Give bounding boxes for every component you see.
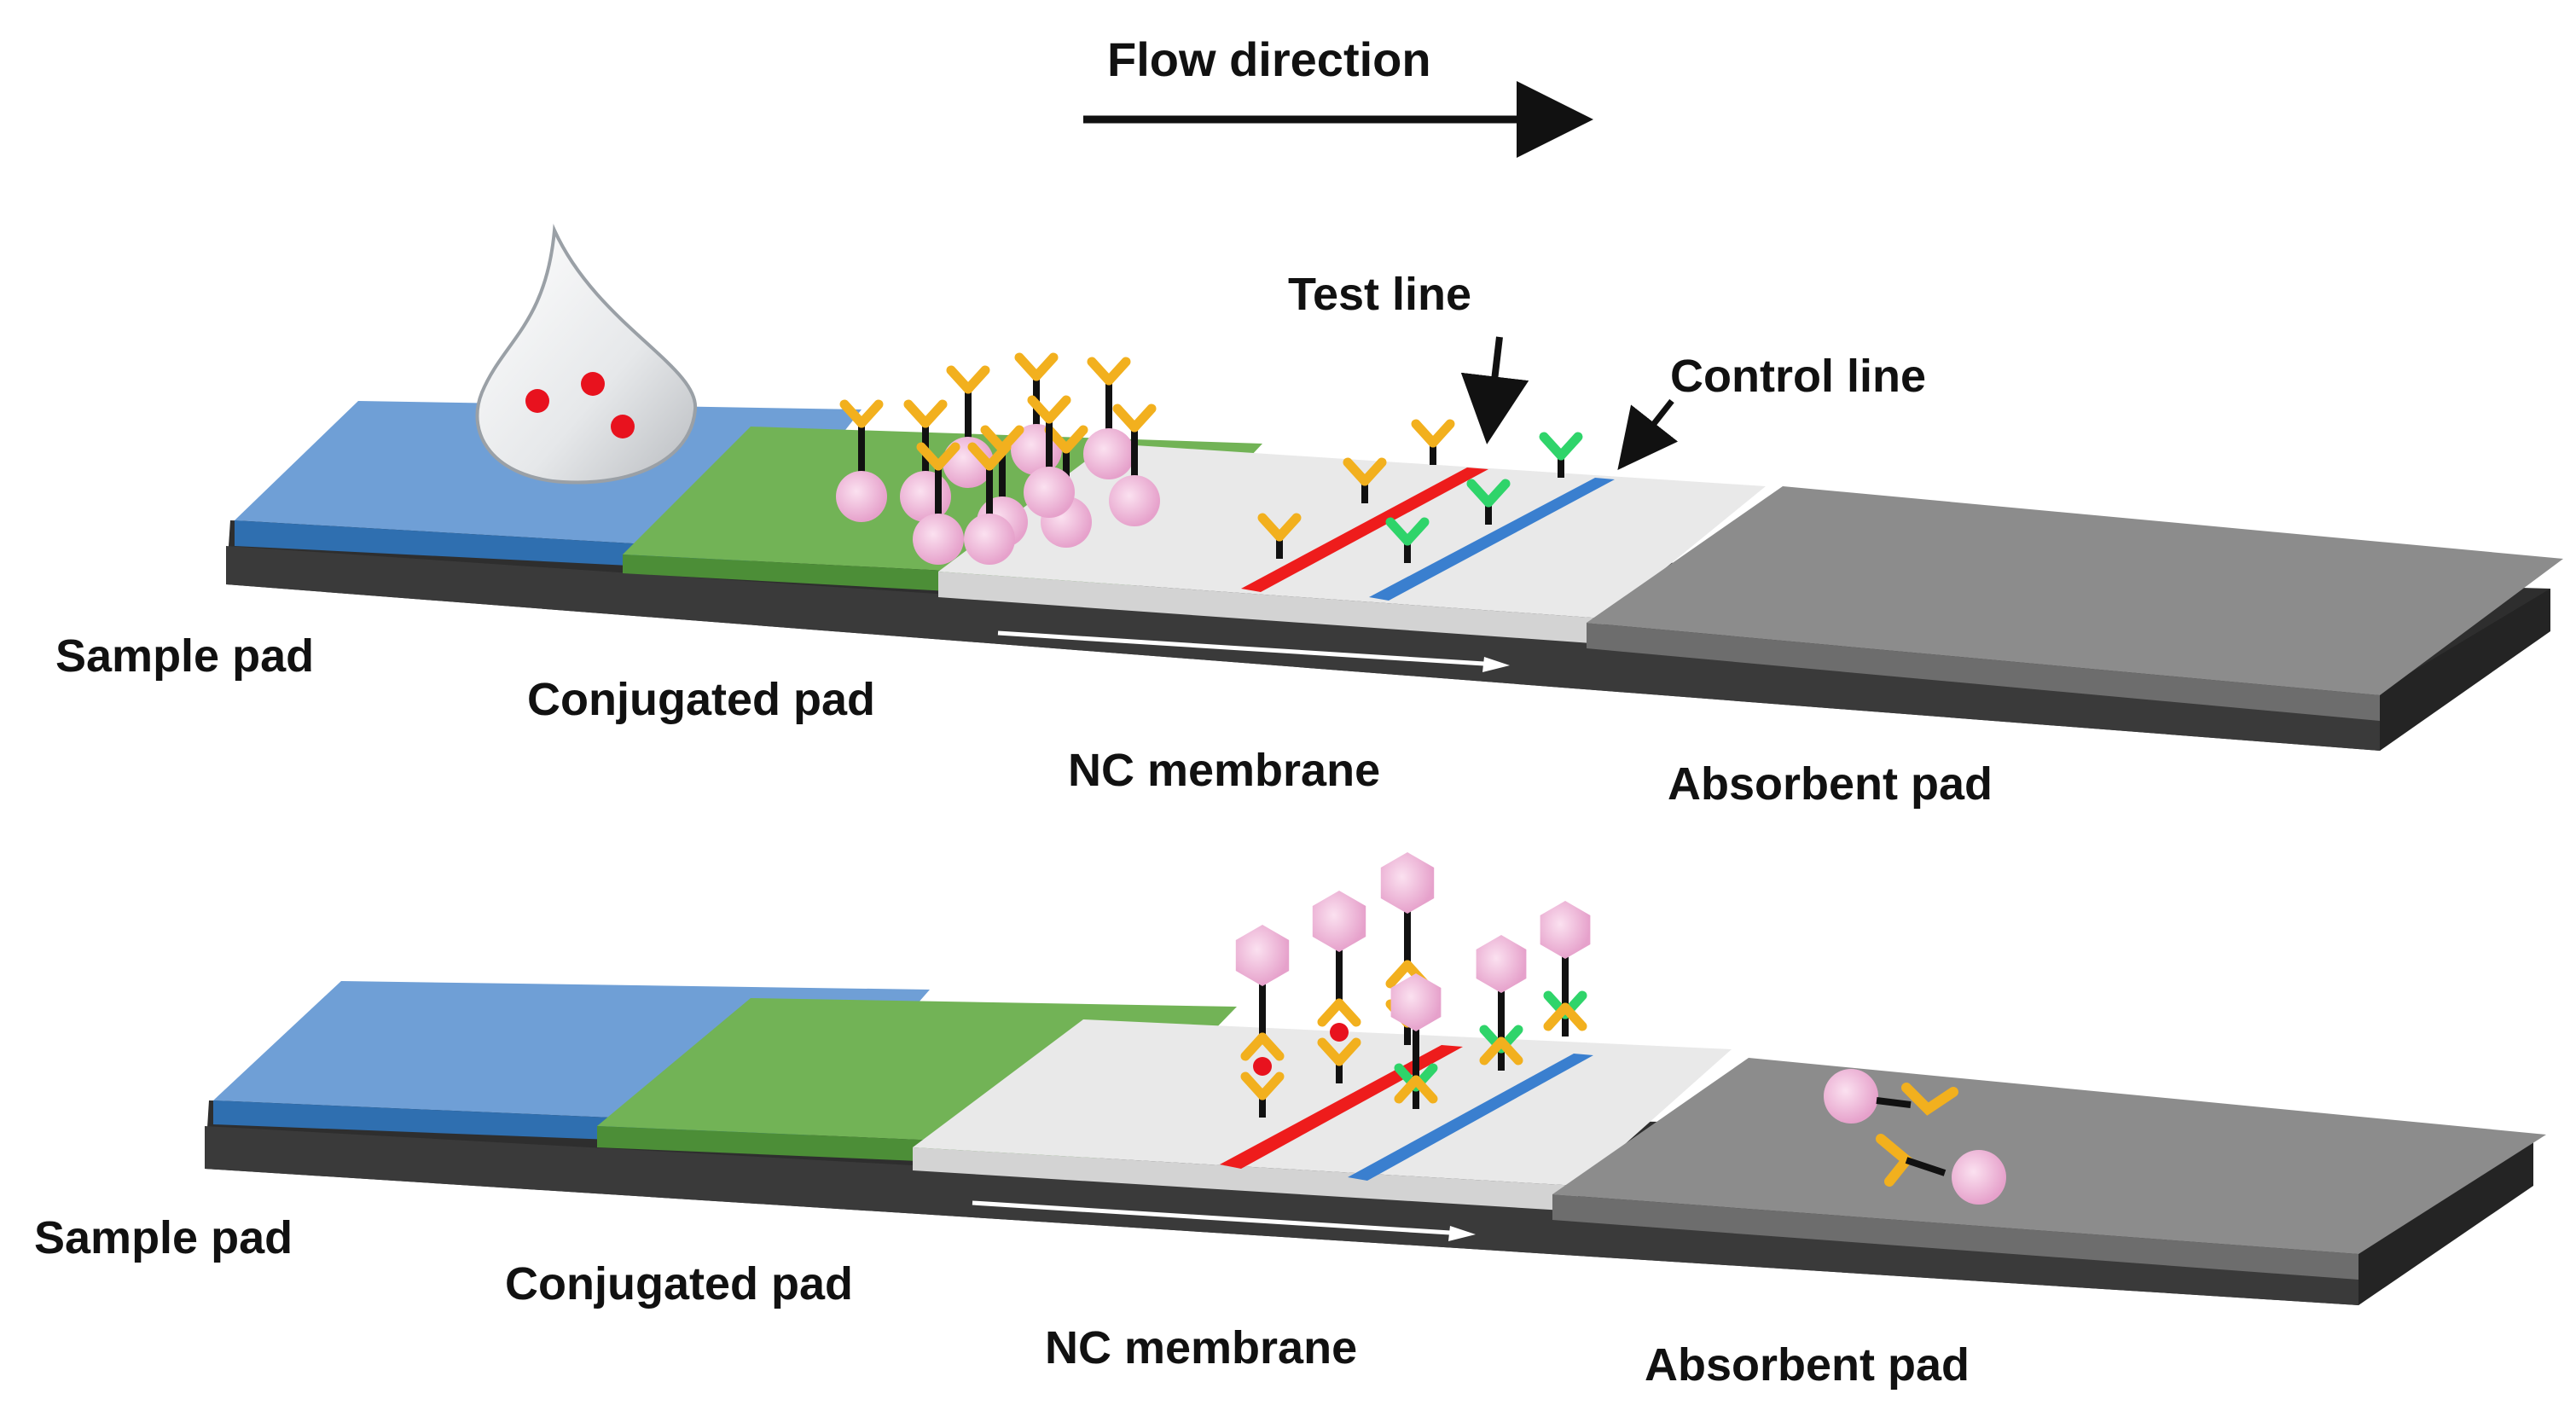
antibody-gold-icon (946, 365, 990, 411)
gold-particle-icon (913, 514, 964, 565)
antibody-gold-icon (1027, 395, 1071, 441)
test-line-label: Test line (1288, 269, 1472, 320)
strip-bottom (205, 852, 2546, 1305)
gold-particle-icon (1824, 1069, 1878, 1124)
control-capture-antibody-icon (1466, 479, 1511, 525)
nc-membrane-label-bottom: NC membrane (1045, 1322, 1358, 1373)
gold-particle-icon (964, 514, 1015, 565)
control-line-bottom (1348, 1054, 1593, 1181)
absorbent-pad-top (1587, 486, 2563, 721)
flow-direction-label: Flow direction (1107, 32, 1431, 86)
antibody-gold-icon (839, 399, 884, 445)
sample-droplet-icon (475, 224, 698, 485)
gold-particle-icon (1380, 852, 1435, 914)
antibody-gold-icon (1014, 352, 1059, 398)
detection-antibody-icon (1240, 1015, 1285, 1061)
test-capture-antibody-icon (1317, 1037, 1361, 1083)
test-capture-antibody-icon (1240, 1071, 1285, 1118)
absorbent-pad-label-bottom: Absorbent pad (1645, 1339, 1970, 1391)
nc-membrane-label-top: NC membrane (1068, 745, 1381, 796)
antibody-gold-icon (967, 442, 1012, 488)
gold-particle-icon (1952, 1150, 2006, 1205)
gold-particle-icon (1235, 925, 1290, 986)
conjugate-antibody-icon (1479, 1019, 1523, 1066)
absorbent-pad-bottom (1552, 1058, 2546, 1280)
test-capture-antibody-icon (1343, 457, 1387, 503)
test-line-top (1241, 467, 1488, 592)
gold-particle-icon (1390, 973, 1442, 1031)
gold-particle-icon (1540, 901, 1591, 959)
control-line-top (1369, 478, 1615, 601)
antigen-icon (1330, 1023, 1349, 1042)
conjugated-pad-label-bottom: Conjugated pad (505, 1258, 853, 1309)
control-capture-antibody-icon (1539, 432, 1583, 478)
gold-particle-icon (1024, 467, 1075, 518)
antibody-gold-icon (1112, 404, 1157, 450)
captured-complexes-bottom (1235, 852, 1591, 1118)
antibody-gold-icon (916, 442, 960, 488)
sample-pad-label-top: Sample pad (55, 630, 315, 682)
absorbent-pad-label-top: Absorbent pad (1668, 758, 1993, 810)
control-capture-antibody-icon (1385, 517, 1430, 563)
antibody-gold-icon (903, 399, 948, 445)
conjugated-pad-label-top: Conjugated pad (527, 674, 875, 725)
gold-particle-icon (1476, 935, 1527, 993)
detection-antibody-icon (1317, 981, 1361, 1027)
antibody-gold-icon (1087, 357, 1131, 403)
gold-conjugates-top (836, 352, 1160, 565)
gold-particle-icon (1109, 475, 1160, 526)
conjugate-antibody-icon (1543, 985, 1587, 1031)
strip-top (226, 224, 2563, 751)
capture-antibodies-top (1257, 419, 1583, 563)
antigen-icon (1253, 1057, 1272, 1076)
nc-membrane-bottom (913, 1019, 1732, 1211)
gold-particle-icon (1312, 891, 1366, 952)
test-capture-antibody-icon (1257, 513, 1302, 559)
gold-particle-icon (1083, 428, 1134, 479)
sample-pad-label-bottom: Sample pad (34, 1212, 293, 1263)
control-line-label: Control line (1670, 351, 1926, 402)
excess-conjugates-bottom (1824, 1069, 2006, 1205)
conjugate-antibody-icon (1394, 1058, 1438, 1104)
gold-particle-icon (836, 471, 887, 522)
test-capture-antibody-icon (1411, 419, 1455, 465)
